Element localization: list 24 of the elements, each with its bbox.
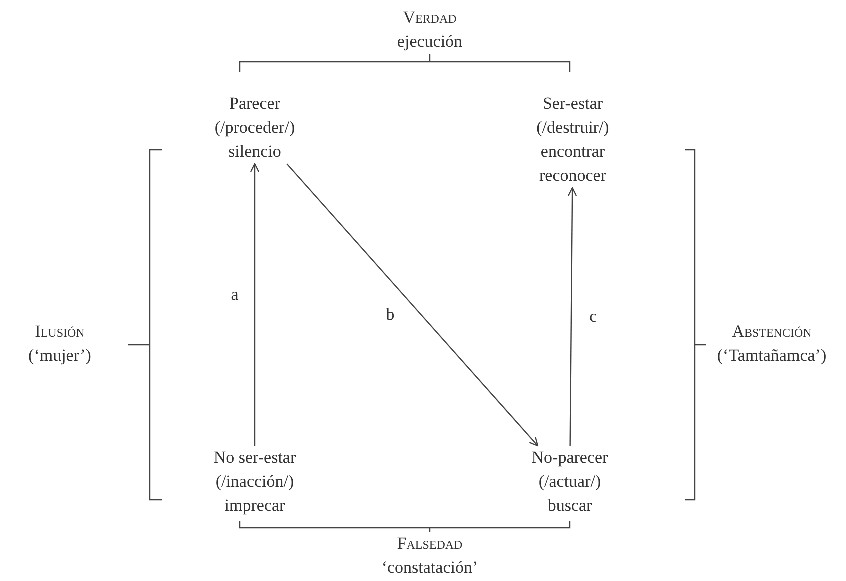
arrow xyxy=(286,164,539,447)
term-text: imprecar xyxy=(224,495,286,517)
term-text: (/destruir/) xyxy=(536,117,610,139)
term-text: No ser-estar xyxy=(214,447,296,469)
term-text: ‘constatación’ xyxy=(382,557,478,579)
term-text: silencio xyxy=(228,141,282,163)
term-text: Ser-estar xyxy=(542,93,604,115)
arrow xyxy=(568,187,578,446)
term-text: (/proceder/) xyxy=(214,117,296,139)
term-text: Verdad xyxy=(403,7,457,29)
term-text: ejecución xyxy=(397,31,463,53)
term-text: (‘Tamtañamca’) xyxy=(717,345,827,367)
term-text: (‘mujer’) xyxy=(28,345,92,367)
term-text: Parecer xyxy=(230,93,280,115)
term-text: (/actuar/) xyxy=(538,471,602,493)
term-text: No-parecer xyxy=(532,447,608,469)
arrow xyxy=(250,163,260,446)
term-text: Falsedad xyxy=(397,533,463,555)
term-text: Abstención xyxy=(732,321,812,343)
term-text: encontrar xyxy=(540,141,606,163)
term-text: reconocer xyxy=(539,165,606,187)
term-text: Ilusión xyxy=(35,321,85,343)
term-text: buscar xyxy=(548,495,592,517)
term-text: (/inacción/) xyxy=(216,471,294,493)
